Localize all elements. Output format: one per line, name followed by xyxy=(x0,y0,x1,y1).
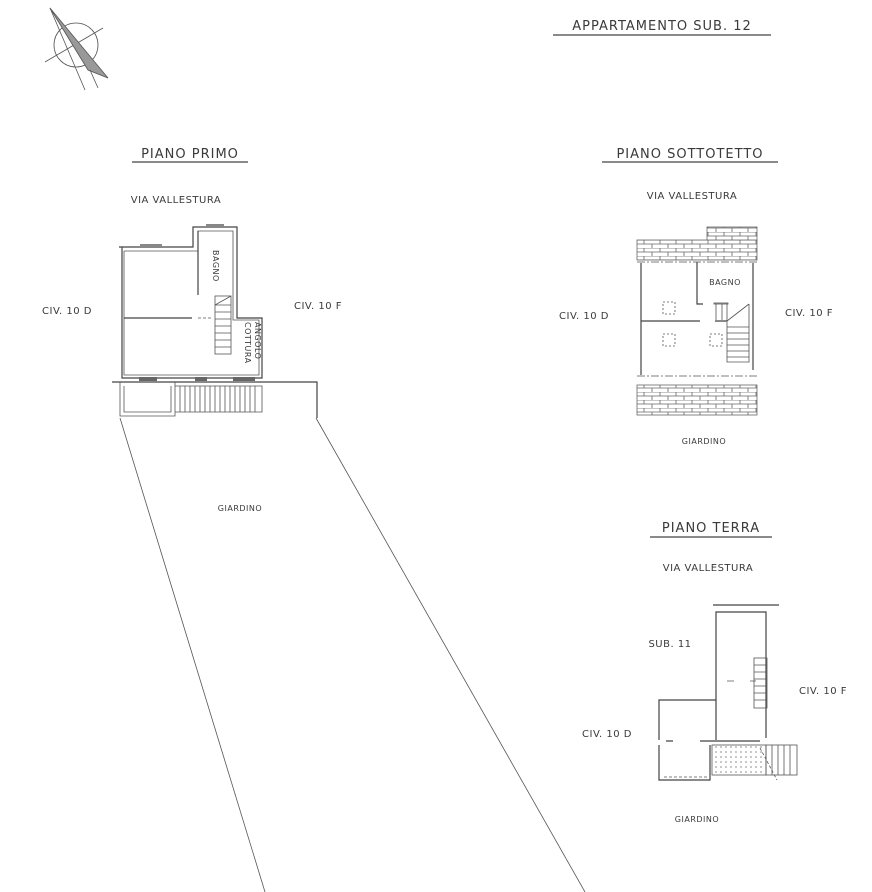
neighbor-label-left: CIV. 10 D xyxy=(559,311,609,322)
neighbor-label-left: CIV. 10 D xyxy=(582,729,632,740)
balcony-railing xyxy=(175,385,263,413)
plan-title: PIANO PRIMO xyxy=(141,147,239,162)
garden-label: GIARDINO xyxy=(218,504,262,513)
garden-boundary-right xyxy=(315,417,586,892)
plan-piano-primo: PIANO PRIMO VIA VALLESTURA CIV. 10 D CIV… xyxy=(42,147,586,892)
plan-title: PIANO SOTTOTETTO xyxy=(616,147,763,162)
north-arrow-icon xyxy=(44,7,109,91)
room-label-kitchen-1: ANGOLO xyxy=(253,322,262,359)
garden-label: GIARDINO xyxy=(675,815,719,824)
neighbor-label-right: CIV. 10 F xyxy=(785,308,833,319)
page-title: APPARTAMENTO SUB. 12 xyxy=(572,19,752,34)
street-label: VIA VALLESTURA xyxy=(647,191,737,202)
sub-label: SUB. 11 xyxy=(648,639,691,650)
neighbor-label-left: CIV. 10 D xyxy=(42,306,92,317)
plan-title: PIANO TERRA xyxy=(662,521,760,536)
plan-piano-terra: PIANO TERRA VIA VALLESTURA SUB. 11 CIV. … xyxy=(582,521,847,824)
room-label-bath: BAGNO xyxy=(211,250,220,282)
room-label-bath: BAGNO xyxy=(709,278,741,287)
room-label-kitchen-2: COTTURA xyxy=(243,322,252,364)
plan-piano-sottotetto: PIANO SOTTOTETTO VIA VALLESTURA CIV. 10 … xyxy=(559,147,833,446)
neighbor-label-right: CIV. 10 F xyxy=(799,686,847,697)
street-label: VIA VALLESTURA xyxy=(663,563,753,574)
garden-boundary-left xyxy=(119,417,266,892)
garden-label: GIARDINO xyxy=(682,437,726,446)
street-label: VIA VALLESTURA xyxy=(131,195,221,206)
neighbor-label-right: CIV. 10 F xyxy=(294,301,342,312)
